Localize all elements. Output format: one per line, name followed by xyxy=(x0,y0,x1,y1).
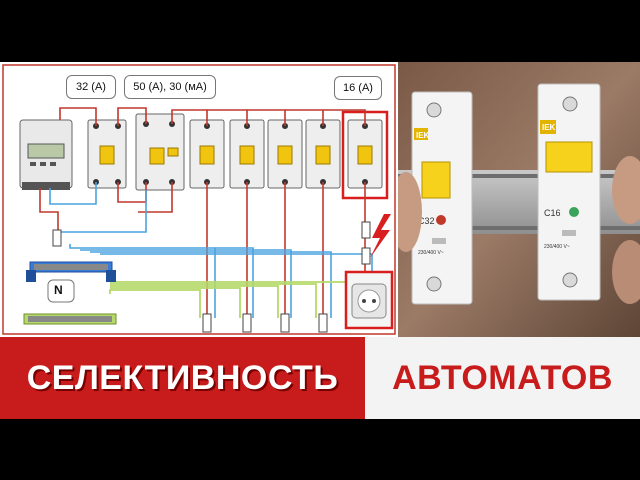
breaker-photo: IEK C32 230/400 V~ IEK C16 230/400 V~ xyxy=(390,62,640,337)
right-hand-lower xyxy=(612,240,640,304)
c16-brand: IEK xyxy=(542,123,556,132)
title-word-1: СЕЛЕКТИВНОСТЬ xyxy=(26,358,339,397)
socket-outlet-icon xyxy=(344,270,394,330)
group-breaker-3 xyxy=(267,119,303,189)
lightning-icon xyxy=(370,214,391,258)
c16-voltage: 230/400 V~ xyxy=(544,244,570,250)
title-banner-left: СЕЛЕКТИВНОСТЬ xyxy=(0,337,365,419)
group-breaker-4 xyxy=(305,119,341,189)
title-word-2: АВТОМАТОВ xyxy=(392,358,613,397)
wire-terminals xyxy=(52,221,371,333)
socket-breaker-rating-label: 16 (А) xyxy=(334,76,382,100)
left-hand xyxy=(390,172,422,252)
right-hand-upper xyxy=(612,156,640,224)
breaker-c32 xyxy=(411,91,473,305)
c16-trip-indicator xyxy=(569,207,579,217)
title-banner-right: АВТОМАТОВ xyxy=(365,337,640,419)
diagram-canvas xyxy=(0,62,398,337)
neutral-bus xyxy=(26,261,116,303)
main-breaker-rating-label: 32 (А) xyxy=(66,75,116,99)
c16-rating: C16 xyxy=(544,208,561,218)
wiring-diagram: 32 (А) 50 (А), 30 (мА) 16 (А) N xyxy=(0,62,398,337)
main-breaker xyxy=(87,119,127,189)
group-breaker-2 xyxy=(229,119,265,189)
rcbo-device xyxy=(135,113,185,191)
electric-meter xyxy=(19,119,73,190)
rcbo-rating-label: 50 (А), 30 (мА) xyxy=(124,75,216,99)
ground-bus xyxy=(23,313,117,325)
photo-canvas: IEK C32 230/400 V~ IEK C16 230/400 V~ xyxy=(390,62,640,337)
c32-voltage: 230/400 V~ xyxy=(418,250,444,256)
breaker-c16 xyxy=(537,83,601,301)
neutral-bus-label: N xyxy=(54,283,63,297)
c32-trip-indicator xyxy=(436,215,446,225)
group-breaker-1 xyxy=(189,119,225,189)
c32-rating: C32 xyxy=(418,216,435,226)
c32-brand: IEK xyxy=(416,131,430,140)
diagram-border xyxy=(2,64,396,335)
